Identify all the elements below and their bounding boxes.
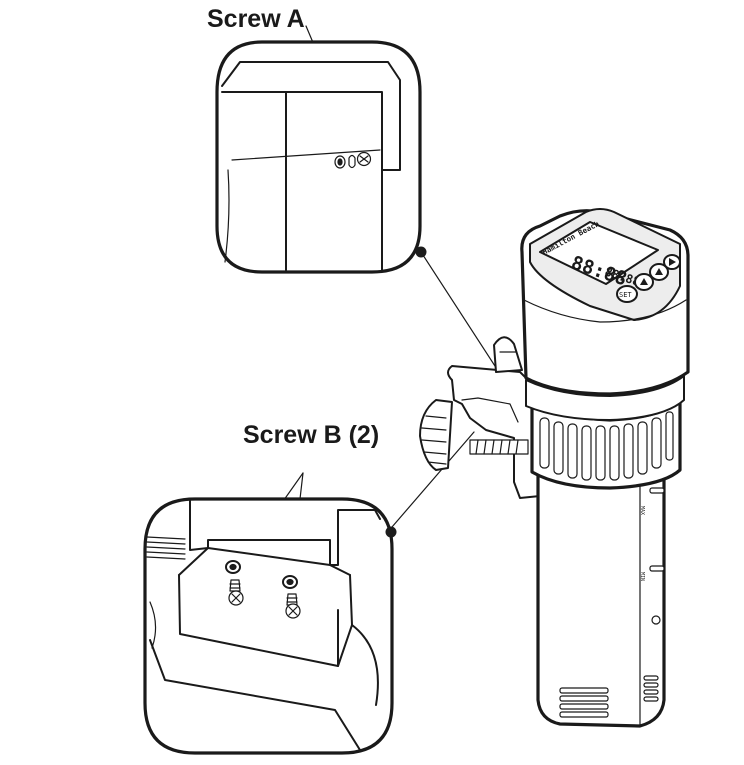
screw-hole-icon bbox=[334, 155, 346, 169]
svg-text:MAX: MAX bbox=[639, 506, 645, 515]
detail-a-frame bbox=[215, 40, 422, 274]
phillips-screw-icon bbox=[228, 579, 244, 606]
phillips-screw-icon bbox=[285, 593, 301, 619]
control-head: Hamilton Beach 88:88 88.88 SET bbox=[520, 208, 690, 396]
max-marking: MAX bbox=[639, 487, 665, 515]
detail-b-connector bbox=[391, 431, 475, 528]
clamp-knob-ribs bbox=[421, 415, 447, 465]
detail-b-frame bbox=[143, 497, 394, 755]
device-vents bbox=[559, 675, 659, 718]
svg-text:SET: SET bbox=[619, 291, 632, 299]
screw-hole-icon bbox=[282, 575, 298, 589]
device-lower-column bbox=[536, 466, 666, 728]
clamp-inner bbox=[461, 397, 519, 423]
device-collar bbox=[525, 375, 685, 490]
phillips-screw-icon bbox=[348, 154, 356, 169]
start-button[interactable] bbox=[663, 254, 681, 270]
clamp-knob bbox=[419, 399, 453, 471]
detail-b-inset bbox=[143, 497, 397, 755]
head-lower-edge bbox=[523, 299, 687, 323]
detail-a-inset bbox=[215, 40, 427, 274]
detail-a-panel-line bbox=[231, 149, 381, 161]
svg-text:MIN: MIN bbox=[639, 572, 645, 581]
detail-a-shadow bbox=[224, 169, 230, 263]
phillips-screw-icon bbox=[356, 151, 372, 167]
up-button[interactable] bbox=[649, 263, 669, 281]
min-marking: MIN bbox=[639, 565, 665, 581]
device-body: MAX MIN bbox=[536, 466, 666, 728]
detail-b-clamp-top bbox=[189, 500, 381, 566]
triangle-up-icon bbox=[655, 268, 663, 275]
detail-b-ribs bbox=[146, 536, 186, 560]
detail-b-lower-curve bbox=[149, 601, 157, 649]
clamp-rod-thread bbox=[475, 439, 519, 455]
detail-b-clamp-face bbox=[178, 547, 351, 576]
collar-band bbox=[525, 375, 685, 421]
detail-a-anchor-dot bbox=[415, 246, 427, 258]
screw-hole-icon bbox=[225, 560, 241, 574]
device-side-port bbox=[651, 615, 661, 625]
screw-b-label: Screw B (2) bbox=[243, 421, 379, 449]
detail-b-right-side bbox=[351, 624, 379, 706]
detail-b-anchor-dot bbox=[385, 526, 397, 538]
set-button[interactable]: SET bbox=[616, 285, 638, 303]
detail-b-lower-body bbox=[149, 639, 361, 751]
detail-a-top-edge bbox=[221, 91, 383, 171]
screw-a-label: Screw A bbox=[207, 5, 305, 33]
display-screen bbox=[539, 221, 659, 285]
collar-ribs bbox=[539, 411, 674, 481]
down-button[interactable] bbox=[634, 273, 654, 291]
triangle-up-icon bbox=[640, 278, 648, 285]
clamp-rod bbox=[469, 439, 529, 455]
clamp-top-tab bbox=[493, 336, 523, 373]
triangle-right-icon bbox=[669, 258, 676, 266]
clamp bbox=[419, 336, 541, 499]
